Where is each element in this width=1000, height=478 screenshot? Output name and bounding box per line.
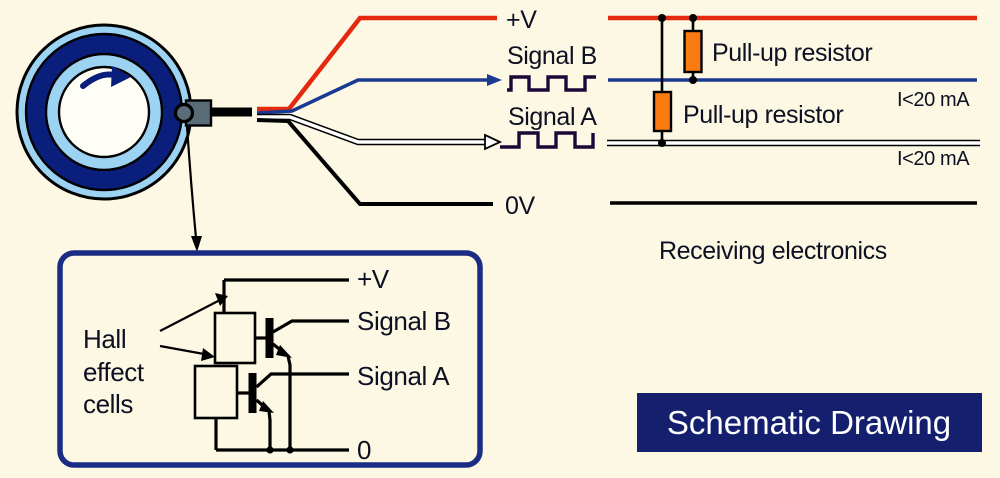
hall-callout-line-2 bbox=[159, 344, 205, 356]
transistor-1-emitter-arrowhead-icon bbox=[276, 345, 292, 358]
encoder-connector bbox=[173, 99, 252, 127]
transistor-2-bar bbox=[248, 373, 257, 413]
hall-callout-line-1 bbox=[159, 299, 221, 332]
junction-dot bbox=[689, 76, 697, 84]
schematic-drawing-badge: Schematic Drawing bbox=[637, 393, 982, 452]
junction-dot bbox=[689, 14, 697, 22]
signal-a-label: Signal A bbox=[508, 103, 597, 131]
hall-callout-arrowhead-2-icon bbox=[201, 348, 215, 361]
wire-fanout bbox=[256, 15, 503, 206]
wire-signal-a-core bbox=[257, 115, 486, 144]
waveforms bbox=[500, 75, 596, 149]
transistor-2-emitter-arrowhead-icon bbox=[259, 401, 274, 413]
hall-label-line1: Hall bbox=[83, 324, 126, 354]
readhead-grommet bbox=[173, 102, 195, 124]
hall-callout-arrows bbox=[159, 293, 228, 361]
terminal-zero-label: 0 bbox=[357, 435, 371, 465]
wire-signal-a-outline bbox=[257, 113, 486, 146]
plus-v-label: +V bbox=[506, 6, 537, 34]
wire-signal-b bbox=[256, 78, 488, 115]
signal-a-waveform-icon bbox=[500, 131, 595, 149]
junction-dot bbox=[658, 14, 666, 22]
detail-box-frame bbox=[57, 250, 483, 468]
signal-a-arrowhead-icon bbox=[484, 133, 503, 151]
detail-callout-arrow bbox=[185, 125, 202, 252]
callout-arrowhead-icon bbox=[191, 236, 202, 252]
transistor-2-collector-wire bbox=[255, 372, 349, 389]
rotation-arrow-icon bbox=[80, 66, 131, 89]
pullup-resistor-2 bbox=[652, 90, 673, 133]
receiving-electronics-label: Receiving electronics bbox=[659, 237, 887, 265]
terminal-signal-a-label: Signal A bbox=[357, 361, 450, 391]
hall-circuit bbox=[193, 278, 349, 452]
junction-dot bbox=[658, 139, 666, 147]
cable bbox=[210, 107, 252, 117]
badge-background bbox=[637, 393, 982, 452]
badge-title: Schematic Drawing bbox=[667, 404, 951, 441]
terminal-plus-v-label: +V bbox=[357, 264, 390, 294]
junction-dot bbox=[286, 446, 294, 454]
transistor-1-collector-wire bbox=[272, 319, 349, 334]
current-limit-2-label: I<20 mA bbox=[897, 148, 970, 170]
hall-cell-1 bbox=[213, 311, 257, 365]
encoder-hub bbox=[57, 65, 151, 159]
hall-detail-box: Hall effect cells +V Signal B Signal A 0 bbox=[57, 250, 483, 468]
transistor-1-bar bbox=[265, 318, 274, 358]
transistor-1-emitter-wire bbox=[272, 342, 292, 450]
main-labels: +V Signal B Signal A 0V Pull-up resistor… bbox=[505, 6, 971, 265]
signal-b-arrowhead-icon bbox=[487, 74, 502, 86]
pullup-resistor-2-label: Pull-up resistor bbox=[683, 101, 843, 129]
readhead-body bbox=[184, 99, 213, 127]
hall-callout-arrowhead-1-icon bbox=[215, 293, 228, 306]
pullup-resistor-1 bbox=[683, 29, 703, 74]
hall-label-line3: cells bbox=[83, 389, 133, 419]
encoder-wheel bbox=[15, 23, 193, 201]
zero-v-label: 0V bbox=[505, 192, 536, 220]
wire-plus-v bbox=[257, 15, 497, 112]
hall-label-line2: effect bbox=[83, 357, 145, 387]
signal-b-label: Signal B bbox=[507, 42, 597, 70]
terminal-signal-b-label: Signal B bbox=[357, 306, 451, 336]
pullup-resistor-1-label: Pull-up resistor bbox=[712, 39, 872, 67]
signal-b-waveform-icon bbox=[507, 75, 596, 92]
receiving-bus-lines bbox=[607, 15, 980, 205]
hall-cell-2 bbox=[193, 364, 239, 420]
wire-zero-v bbox=[256, 118, 493, 206]
pullup-network bbox=[652, 14, 703, 147]
current-limit-1-label: I<20 mA bbox=[897, 89, 970, 111]
junction-dot bbox=[266, 446, 274, 454]
